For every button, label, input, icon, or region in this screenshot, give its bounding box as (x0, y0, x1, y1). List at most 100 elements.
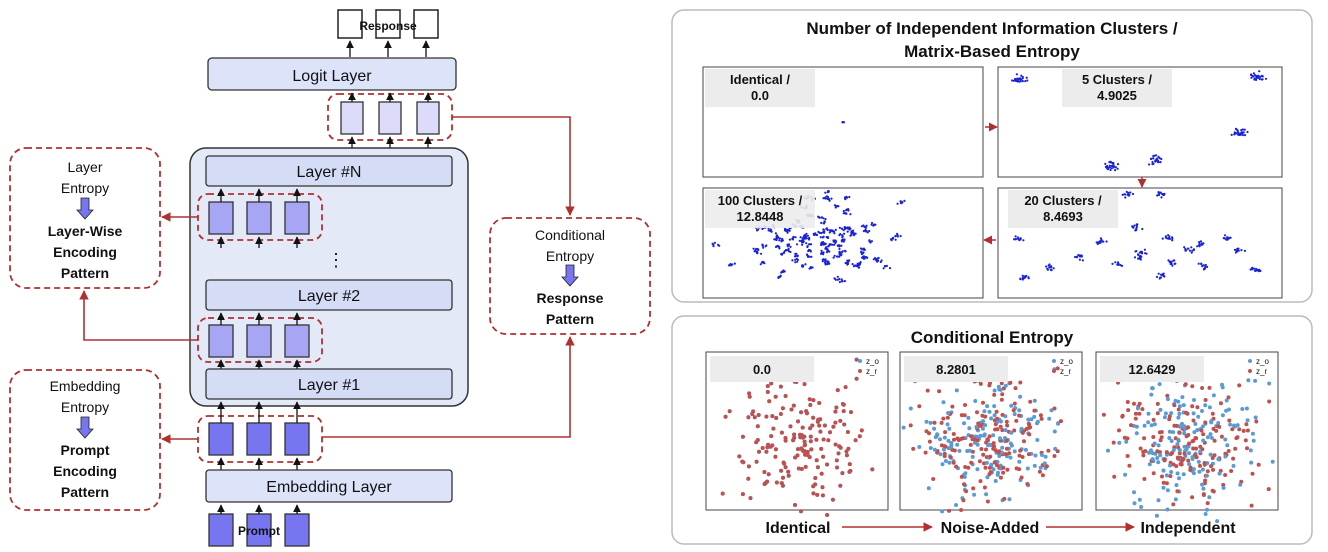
scatter-point (754, 459, 759, 464)
scatter-point (783, 465, 788, 470)
scatter-point (1124, 193, 1127, 196)
scatter-point (795, 243, 799, 246)
scatter-point (849, 410, 853, 415)
scatter-point (782, 270, 785, 273)
scatter-point (1184, 434, 1189, 439)
scatter-point (778, 237, 782, 240)
scatter-point (1208, 452, 1213, 457)
scatter-point (984, 492, 989, 497)
scatter-point (1119, 264, 1122, 267)
scatter-point (857, 434, 862, 439)
scatter-point (874, 223, 877, 226)
scatter-point (1240, 249, 1243, 252)
scatter-point (1193, 422, 1198, 426)
scatter-point (980, 426, 985, 431)
scatter-point (1025, 76, 1028, 79)
scatter-point (1231, 463, 1236, 468)
cell-label: 20 Clusters / (1024, 193, 1102, 208)
scatter-point (1192, 430, 1197, 435)
scatter-point (811, 398, 816, 403)
scatter-point (1192, 248, 1196, 251)
scatter-point (1211, 467, 1215, 472)
scatter-point (796, 255, 799, 258)
scatter-point (1141, 453, 1146, 458)
scatter-point (1200, 243, 1203, 246)
scatter-point (967, 448, 972, 453)
scatter-point (862, 257, 865, 260)
scatter-point (861, 255, 865, 258)
scatter-point (775, 237, 778, 240)
scatter-point (748, 496, 753, 501)
scatter-point (840, 471, 845, 476)
scatter-point (1024, 276, 1027, 279)
scatter-point (810, 255, 813, 258)
scatter-point (834, 240, 838, 243)
scatter-point (896, 235, 899, 238)
scatter-point (1158, 438, 1163, 443)
scatter-point (1249, 503, 1254, 508)
scatter-point (865, 229, 868, 232)
scatter-point (747, 391, 752, 396)
scatter-point (1201, 438, 1206, 443)
scatter-point (813, 476, 818, 480)
scatter-point (818, 231, 821, 234)
scatter-point (967, 426, 972, 431)
cluster-cell-100: 100 Clusters / 12.8448 (702, 187, 984, 299)
scatter-point (1055, 449, 1060, 454)
scatter-point (805, 449, 810, 454)
scatter-point (987, 434, 992, 439)
scatter-point (828, 243, 831, 247)
scatter-point (1151, 435, 1156, 439)
scatter-point (1186, 458, 1191, 463)
conditional-panel: Conditional Entropy 0.0 z_o z_r 8.2801 z… (671, 315, 1313, 545)
scatter-point (1013, 386, 1018, 391)
scatter-point (1017, 77, 1021, 80)
scatter-point (1145, 252, 1148, 255)
scatter-point (917, 445, 922, 449)
scatter-point (848, 195, 851, 199)
scatter-point (1046, 448, 1051, 453)
scatter-point (1024, 426, 1029, 431)
scatter-point (1209, 420, 1214, 425)
scatter-point (792, 236, 795, 239)
scatter-point (1202, 242, 1205, 245)
scatter-point (774, 232, 778, 235)
scatter-point (1187, 462, 1192, 467)
scatter-point (1026, 417, 1031, 422)
scatter-point (981, 452, 986, 457)
scatter-point (1202, 461, 1207, 465)
scatter-point (1258, 77, 1261, 81)
cell-value: 8.4693 (1043, 209, 1083, 224)
scatter-point (779, 275, 782, 278)
scatter-point (831, 230, 834, 233)
token (246, 422, 272, 456)
scatter-point (840, 227, 843, 230)
scatter-point (1156, 460, 1161, 465)
scatter-point (1140, 252, 1144, 255)
scatter-point (1052, 429, 1057, 434)
scatter-point (783, 436, 788, 440)
scatter-point (1059, 419, 1063, 424)
scatter-point (1167, 429, 1172, 434)
scatter-point (780, 406, 785, 411)
scatter-point (972, 492, 977, 497)
scatter-point (1137, 411, 1142, 416)
scatter-point (786, 469, 791, 474)
scatter-point (966, 415, 971, 420)
scatter-point (983, 414, 988, 419)
scatter-point (1032, 414, 1037, 419)
scatter-point (952, 437, 956, 442)
scatter-point (837, 245, 840, 248)
scatter-point (1238, 482, 1243, 487)
scatter-5-clusters (1011, 70, 1268, 172)
scatter-point (847, 462, 852, 467)
scatter-point (999, 381, 1004, 386)
scatter-point (1205, 507, 1209, 512)
scatter-point (789, 250, 792, 254)
scatter-point (808, 249, 811, 252)
scatter-point (1043, 454, 1048, 459)
scatter-point (1124, 196, 1127, 199)
cell-value: 4.9025 (1097, 88, 1137, 103)
scatter-point (962, 421, 966, 426)
scatter-point (1200, 424, 1205, 429)
